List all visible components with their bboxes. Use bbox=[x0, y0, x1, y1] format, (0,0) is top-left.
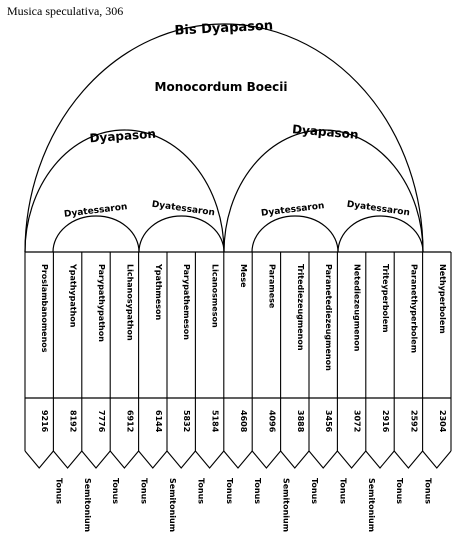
column-arrow-tip bbox=[422, 450, 452, 469]
interval-label: Tonus bbox=[54, 478, 63, 504]
column-arrow-tip bbox=[336, 450, 367, 469]
interval-label: Semitonium bbox=[282, 478, 291, 532]
ratio-number: 8192 bbox=[69, 410, 78, 432]
note-name: Paranetediezeugmenon bbox=[324, 264, 333, 371]
ratio-number: 5184 bbox=[211, 410, 220, 433]
interval-label: Tonus bbox=[196, 478, 205, 504]
column-arrow-tip bbox=[81, 450, 111, 469]
dyatessaron-arc-2 bbox=[138, 215, 225, 253]
interval-label: Semitonium bbox=[83, 478, 92, 532]
note-name: Lichanosypathon bbox=[125, 264, 134, 341]
dyatessaron-arc-3 bbox=[251, 215, 339, 253]
interval-label: Tonus bbox=[424, 478, 433, 504]
dyapason-label-right: Dyapason bbox=[292, 122, 359, 142]
bis-dyapason-label: Bis Dyapason bbox=[174, 18, 273, 38]
column-arrow-tip bbox=[365, 450, 395, 469]
note-name: Ypathmeson bbox=[154, 263, 163, 320]
column-arrow-tip bbox=[280, 450, 310, 469]
ratio-number: 6912 bbox=[125, 410, 134, 432]
note-name: Paramese bbox=[267, 264, 276, 309]
source-caption: Musica speculativa, 306 bbox=[7, 4, 124, 18]
interval-label: Tonus bbox=[111, 478, 120, 504]
ratio-number: 3456 bbox=[324, 410, 333, 433]
ratio-number: 3072 bbox=[353, 410, 362, 432]
note-columns: Proslambanomenos 9216 Ypathypathon 8192 Pary… bbox=[24, 252, 452, 469]
interval-label: Tonus bbox=[338, 478, 347, 504]
note-name: Parypathypathon bbox=[97, 264, 106, 342]
dyatessaron-arc-1 bbox=[52, 215, 140, 253]
ratio-number: 7776 bbox=[97, 410, 106, 433]
monocordum-label: Monocordum Boecii bbox=[155, 80, 288, 94]
column-arrow-tip bbox=[393, 450, 424, 469]
interval-labels: Tonus Semitonium Tonus Tonus Semitonium Tonus… bbox=[54, 478, 432, 532]
ratio-number: 2304 bbox=[438, 410, 447, 433]
ratio-number: 6144 bbox=[154, 410, 163, 433]
dyapason-label-left: Dyapason bbox=[89, 127, 156, 146]
ratio-number: 3888 bbox=[296, 410, 305, 433]
column-arrow-tip bbox=[223, 450, 253, 469]
interval-label: Semitonium bbox=[367, 478, 376, 532]
note-name: Tritediezeugmenon bbox=[296, 264, 305, 351]
interval-label: Tonus bbox=[225, 478, 234, 504]
column-arrow-tip bbox=[308, 450, 338, 469]
note-name: Nethyperbolem bbox=[438, 264, 447, 334]
note-name: Licanosmeson bbox=[211, 264, 220, 328]
note-name: Netediezeugmenon bbox=[353, 264, 362, 352]
interval-label: Semitonium bbox=[168, 478, 177, 532]
note-name: Ypathypathon bbox=[69, 263, 78, 328]
dyatessaron-arc-4 bbox=[337, 215, 424, 253]
column-arrow-tip bbox=[24, 450, 54, 469]
interval-label: Tonus bbox=[253, 478, 262, 504]
ratio-number: 4096 bbox=[267, 410, 276, 433]
note-name: Triteyperbolem bbox=[381, 264, 390, 333]
column-arrow-tip bbox=[109, 450, 140, 469]
dyatessaron-label-1: Dyatessaron bbox=[64, 202, 128, 220]
note-name: Paranethyperbolem bbox=[409, 264, 418, 353]
note-name: Proslambanomenos bbox=[40, 264, 49, 353]
interval-label: Tonus bbox=[140, 478, 149, 504]
dyapason-arc-right bbox=[223, 129, 424, 253]
column-arrow-tip bbox=[194, 450, 225, 469]
column-arrow-tip bbox=[52, 450, 83, 469]
ratio-number: 4608 bbox=[239, 410, 248, 433]
column-arrow-tip bbox=[166, 450, 196, 469]
note-name: Parypathemeson bbox=[182, 264, 191, 340]
ratio-number: 9216 bbox=[40, 410, 49, 433]
note-name: Mese bbox=[239, 264, 248, 288]
interval-label: Tonus bbox=[395, 478, 404, 504]
ratio-number: 5832 bbox=[182, 410, 191, 432]
bis-dyapason-arc bbox=[24, 23, 424, 253]
ratio-number: 2916 bbox=[381, 410, 390, 433]
string-frame bbox=[25, 251, 451, 399]
column-arrow-tip bbox=[251, 450, 282, 469]
column-arrow-tip bbox=[138, 450, 168, 469]
arcs bbox=[24, 23, 424, 253]
ratio-number: 2592 bbox=[409, 410, 418, 432]
interval-label: Tonus bbox=[310, 478, 319, 504]
dyapason-arc-left bbox=[24, 129, 225, 253]
